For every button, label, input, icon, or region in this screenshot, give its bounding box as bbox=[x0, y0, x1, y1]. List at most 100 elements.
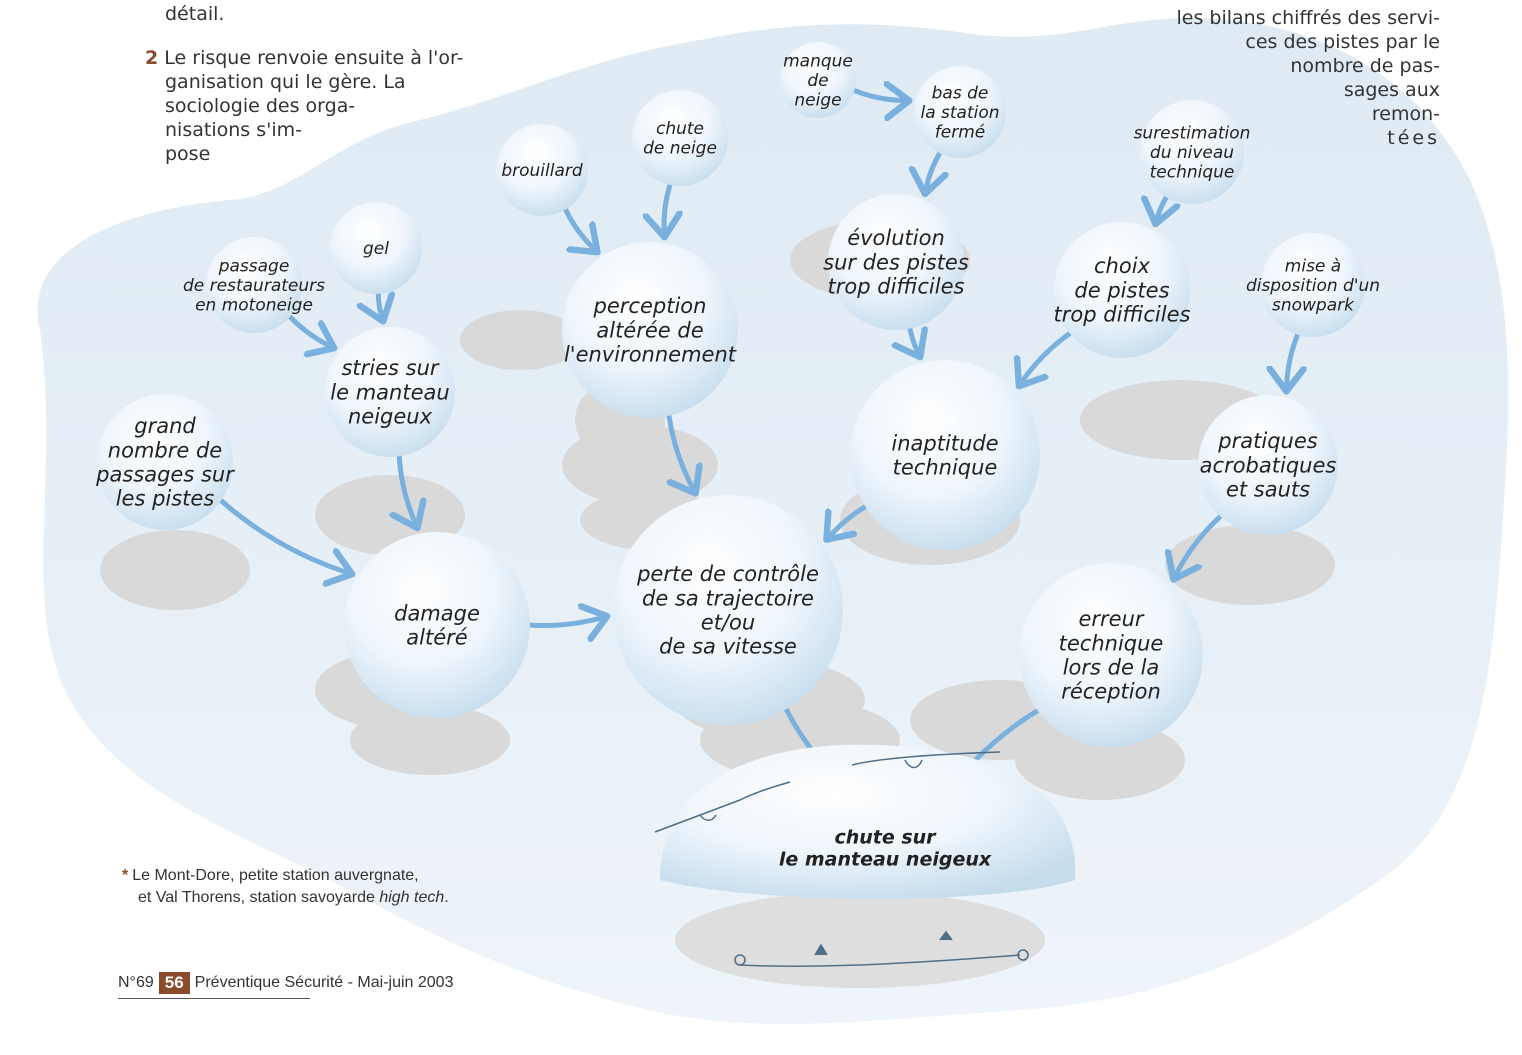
snowball bbox=[1019, 563, 1203, 747]
node-label: altéré bbox=[406, 625, 467, 649]
snowball bbox=[780, 42, 856, 118]
node-label: le manteau neigeux bbox=[779, 849, 992, 871]
node-label: technique bbox=[1059, 631, 1164, 655]
snowball bbox=[914, 66, 1006, 158]
snowball bbox=[632, 90, 728, 186]
node-label: réception bbox=[1061, 680, 1161, 704]
node-label: nombre de bbox=[108, 438, 222, 462]
node-label: trop difficiles bbox=[1054, 303, 1191, 327]
publication-name: Préventique Sécurité - Mai-juin 2003 bbox=[194, 974, 454, 991]
node-label: et/ou bbox=[701, 610, 755, 634]
ball-shadow bbox=[350, 705, 510, 775]
snowball bbox=[330, 202, 422, 294]
node-label: fermé bbox=[935, 123, 985, 143]
snowball bbox=[562, 242, 738, 418]
snowball bbox=[613, 495, 843, 725]
node-label: de bbox=[807, 71, 828, 91]
intro-right-text: les bilans chiffrés des servi- ces des p… bbox=[1176, 7, 1441, 149]
snowball bbox=[325, 327, 455, 457]
node-label: les pistes bbox=[116, 487, 215, 511]
node-label: mise à bbox=[1285, 256, 1341, 276]
node-label: acrobatiques bbox=[1200, 453, 1337, 477]
node-label: disposition d'un bbox=[1246, 276, 1380, 296]
node-label: gel bbox=[363, 239, 389, 259]
node-label: manque bbox=[783, 51, 853, 71]
node-label: damage bbox=[394, 601, 480, 625]
node-label: inaptitude bbox=[891, 431, 998, 455]
snowball bbox=[828, 194, 964, 330]
node-label: du niveau bbox=[1150, 143, 1234, 163]
node-label: surestimation bbox=[1134, 123, 1251, 143]
node-label: de sa vitesse bbox=[659, 635, 797, 659]
page-footer: N°69 56 Préventique Sécurité - Mai-juin … bbox=[118, 972, 453, 994]
node-label: sur des pistes bbox=[823, 250, 969, 274]
ball-shadow bbox=[100, 530, 250, 610]
snowball bbox=[1261, 233, 1365, 337]
node-label: l'environnement bbox=[564, 343, 737, 367]
node-label: erreur bbox=[1078, 607, 1144, 631]
node-label: passages sur bbox=[95, 462, 235, 486]
fallen-skier-illustration bbox=[654, 751, 1029, 967]
node-label: de restaurateurs bbox=[183, 276, 325, 296]
snowball bbox=[97, 394, 233, 530]
snowball bbox=[1198, 395, 1338, 535]
node-label: pratiques bbox=[1217, 429, 1317, 453]
node-label: technique bbox=[1150, 163, 1235, 183]
snowball bbox=[344, 532, 530, 718]
node-label: perception bbox=[593, 294, 707, 318]
snowball bbox=[1054, 222, 1190, 358]
snowball bbox=[850, 360, 1040, 550]
footnote-marker: * bbox=[122, 867, 129, 884]
page-number: 56 bbox=[158, 972, 190, 994]
node-label: choix bbox=[1094, 254, 1151, 278]
node-label: altérée de bbox=[596, 318, 703, 342]
node-label: bas de bbox=[932, 83, 989, 103]
snowball bbox=[496, 124, 588, 216]
node-label: de sa trajectoire bbox=[642, 586, 814, 610]
snowball bbox=[206, 237, 302, 333]
intro-point-2: 2 Le risque renvoie ensuite à l'or- gani… bbox=[145, 47, 464, 165]
node-label: de pistes bbox=[1074, 278, 1169, 302]
node-gel: gel bbox=[330, 202, 422, 294]
point-number: 2 bbox=[145, 47, 159, 69]
issue-number: N°69 bbox=[118, 974, 154, 991]
node-label: lors de la bbox=[1063, 655, 1160, 679]
footer-rule bbox=[118, 998, 310, 999]
node-label: trop difficiles bbox=[828, 275, 965, 299]
arrow-grand_nombre-to-damage bbox=[203, 483, 352, 574]
node-label: grand bbox=[134, 414, 196, 438]
snowball bbox=[1140, 100, 1244, 204]
node-label: passage bbox=[218, 256, 290, 276]
node-label: de neige bbox=[643, 139, 717, 159]
node-label: chute bbox=[656, 119, 704, 139]
node-label: brouillard bbox=[501, 161, 583, 181]
node-label: chute sur bbox=[834, 827, 937, 849]
intro-fragment: détail. bbox=[165, 3, 225, 25]
node-label: stries sur bbox=[341, 356, 439, 380]
mound-shadow bbox=[675, 892, 1045, 988]
final-snow-mound bbox=[660, 744, 1076, 899]
node-label: perte de contrôle bbox=[636, 562, 819, 586]
node-brouillard: brouillard bbox=[496, 124, 588, 216]
ball-shadow bbox=[1165, 525, 1335, 605]
node-label: et sauts bbox=[1226, 478, 1310, 502]
node-label: en motoneige bbox=[195, 296, 313, 316]
